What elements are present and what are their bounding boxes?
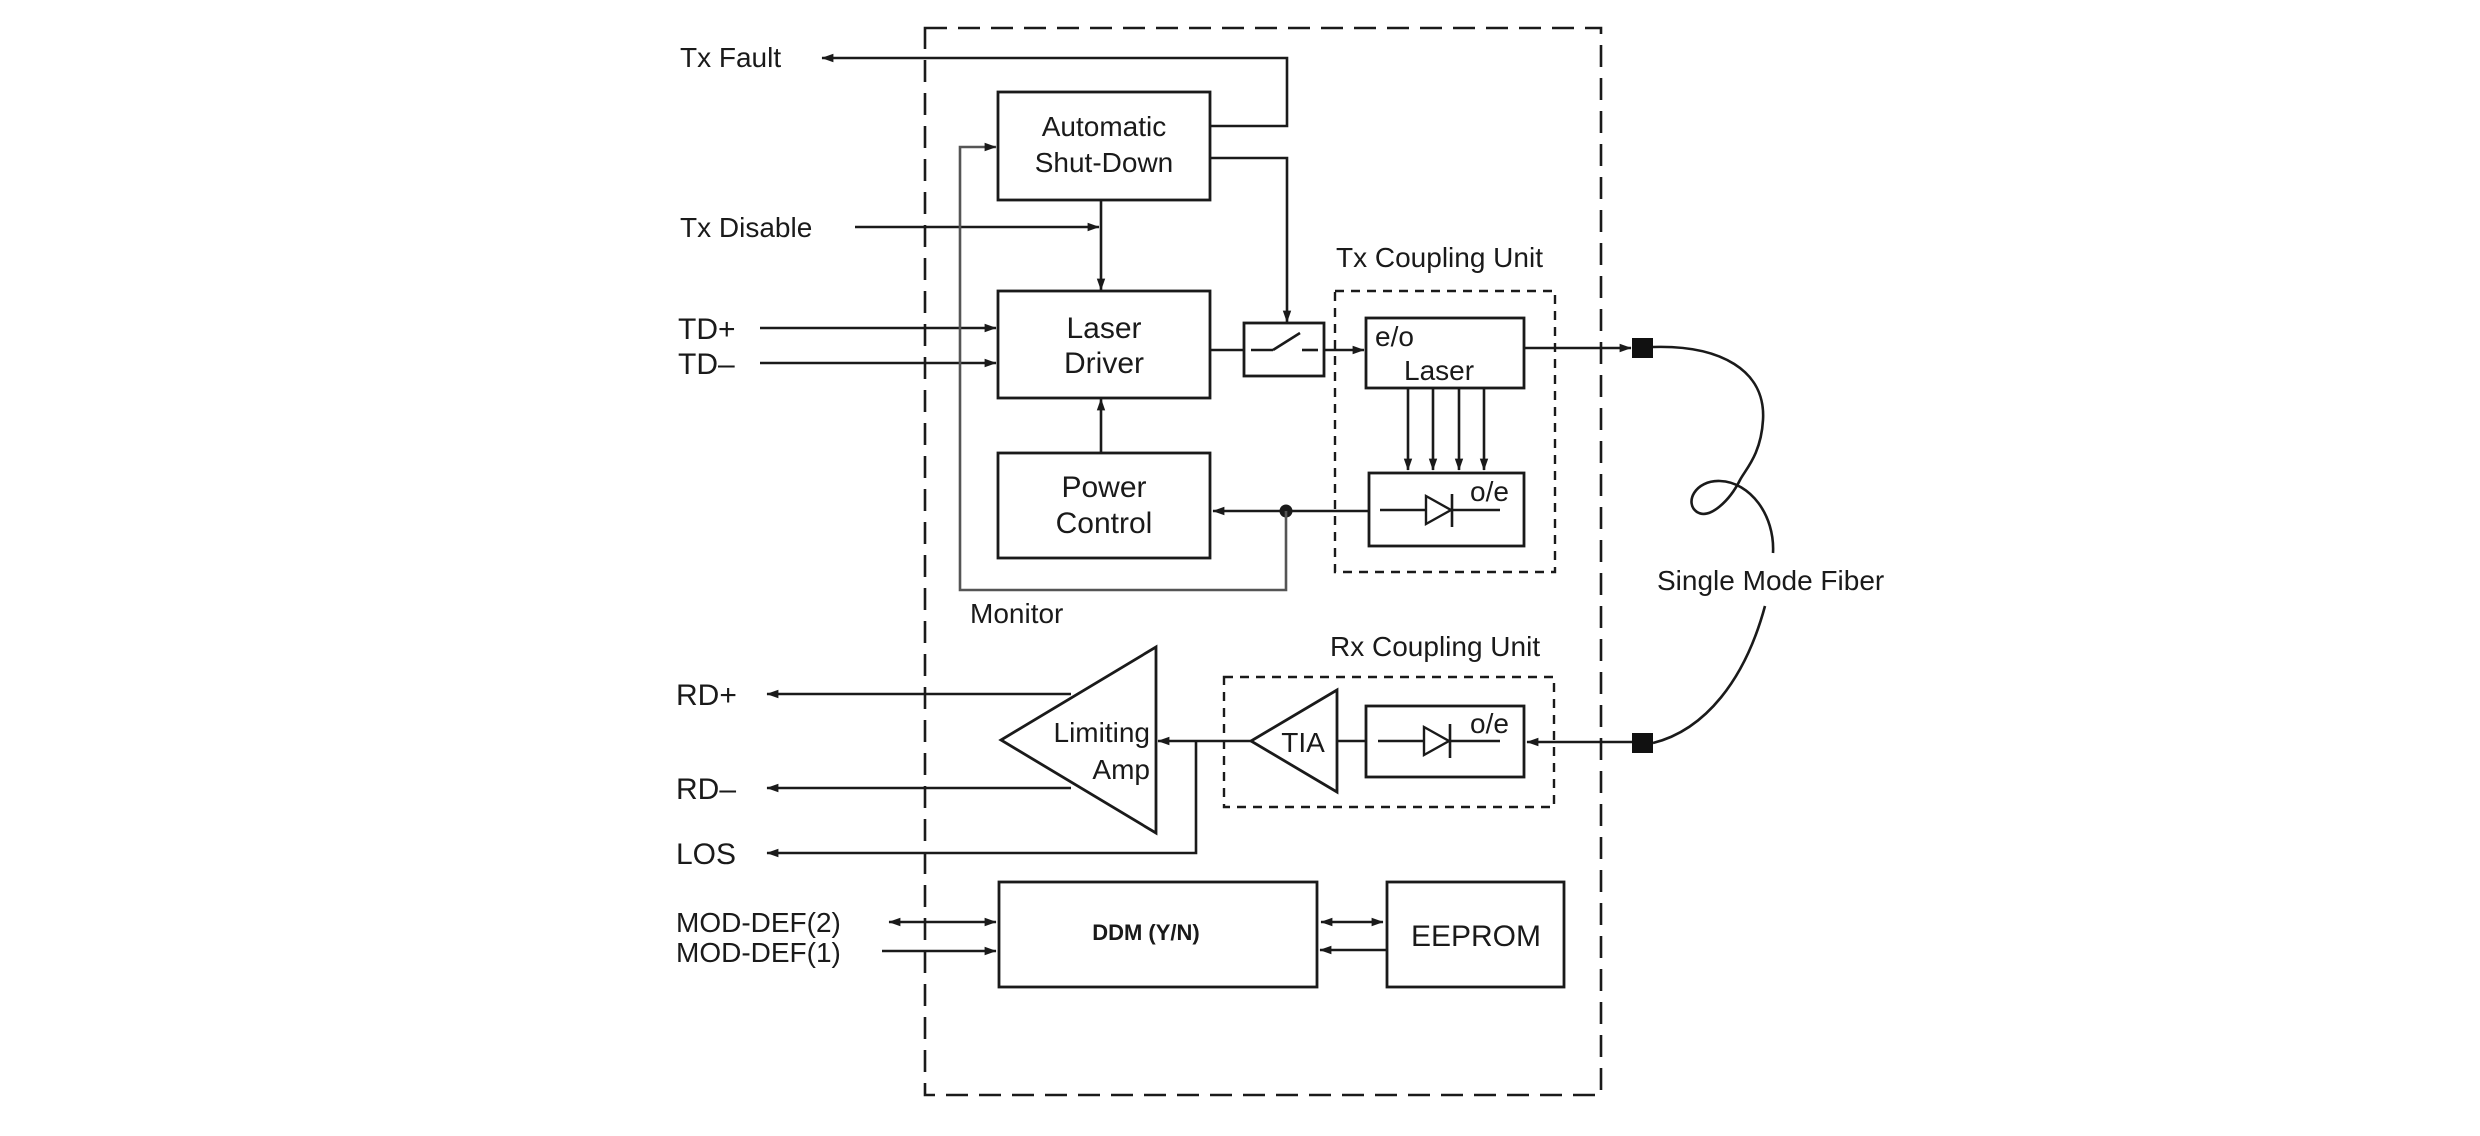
td-plus-label: TD+ (678, 313, 736, 346)
power-control-line1: Power (1061, 471, 1146, 504)
monitor-label: Monitor (970, 598, 1063, 629)
shutdown-control-line (1210, 156, 1292, 323)
auto-shutdown-line2: Shut-Down (1035, 147, 1174, 178)
rx-fiber-connector (1632, 733, 1653, 753)
power-control-line2: Control (1056, 507, 1153, 540)
auto-shutdown-block: Automatic Shut-Down (996, 90, 1212, 202)
eeprom-label: EEPROM (1411, 920, 1541, 953)
rx-oe-tag: o/e (1470, 708, 1509, 739)
tx-fiber-connector (1632, 338, 1653, 358)
ddm-block: DDM (Y/N) (997, 880, 1319, 989)
limiting-amp-block: Limiting Amp (998, 644, 1158, 836)
rd-plus-label: RD+ (676, 679, 737, 712)
auto-shutdown-line1: Automatic (1042, 111, 1167, 142)
eeprom-block: EEPROM (1385, 880, 1566, 989)
los-line (766, 741, 1198, 858)
fiber-lower-curve (1652, 605, 1767, 745)
laser-driver-block: Laser Driver (996, 289, 1212, 400)
tia-block: TIA (1248, 687, 1339, 795)
ddm-label: DDM (Y/N) (1092, 920, 1200, 945)
module-boundary (923, 26, 1603, 1097)
rd-minus-label: RD– (676, 773, 736, 806)
tx-coupling-unit-boundary (1333, 289, 1557, 574)
tx-oe-tag: o/e (1470, 476, 1509, 507)
laser-driver-line1: Laser (1066, 312, 1141, 345)
back-facet-light-arrows (1403, 388, 1489, 471)
rx-coupling-unit-label: Rx Coupling Unit (1330, 631, 1540, 662)
power-control-block: Power Control (996, 451, 1212, 560)
tx-disable-label: Tx Disable (680, 212, 812, 243)
mod-def-2-label: MOD-DEF(2) (676, 907, 841, 938)
rx-photodiode-icon (1422, 724, 1452, 758)
tia-label: TIA (1281, 727, 1325, 758)
los-label: LOS (676, 838, 736, 871)
tx-coupling-unit-label: Tx Coupling Unit (1336, 242, 1543, 273)
tx-fault-label: Tx Fault (680, 42, 781, 73)
mod-def-1-label: MOD-DEF(1) (676, 937, 841, 968)
limiting-amp-line1: Limiting (1054, 717, 1150, 748)
eo-tag: e/o (1375, 321, 1414, 352)
fiber-label: Single Mode Fiber (1657, 565, 1884, 596)
rx-photodiode-block: o/e (1364, 704, 1526, 779)
laser-driver-line2: Driver (1064, 347, 1144, 380)
td-minus-label: TD– (678, 348, 735, 381)
limiting-amp-line2: Amp (1092, 754, 1150, 785)
monitor-loop-line (958, 142, 1288, 592)
laser-name: Laser (1404, 355, 1474, 386)
photodiode-icon (1424, 493, 1454, 527)
fiber-upper-curve (1652, 345, 1775, 554)
eo-laser-block: e/o Laser (1364, 316, 1526, 390)
monitor-photodiode-block: o/e (1367, 471, 1526, 548)
tx-fault-line (821, 53, 1289, 128)
disable-switch (1242, 321, 1326, 378)
